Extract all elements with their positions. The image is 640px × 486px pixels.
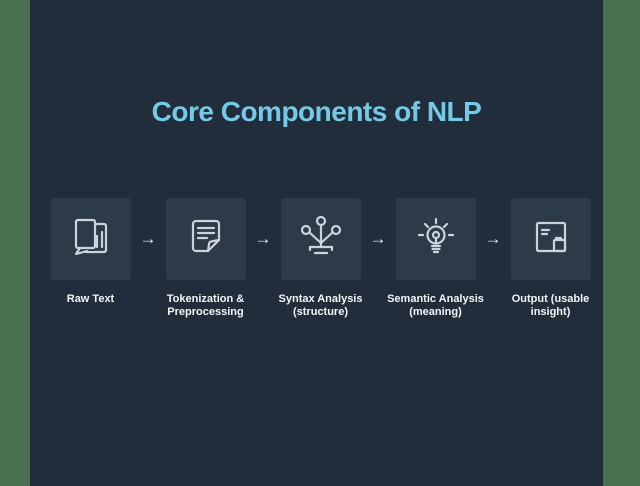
step-tokenization: Tokenization & Preprocessing	[156, 198, 256, 319]
slide-background: Core Components of NLP	[30, 0, 603, 486]
tokenization-icon-panel	[165, 198, 246, 280]
document-pages-icon	[67, 213, 115, 266]
left-green-border	[0, 0, 30, 486]
flow-arrow-icon: →	[139, 229, 157, 248]
lightbulb-icon	[412, 213, 460, 266]
document-lines-icon	[182, 213, 230, 266]
semantic-icon-panel	[395, 198, 476, 280]
flow-arrow-icon: →	[369, 229, 387, 248]
step-semantic-analysis: Semantic Analysis (meaning)	[386, 198, 486, 319]
step-label: Semantic Analysis (meaning)	[387, 293, 484, 318]
step-label: Output (usable insight)	[511, 293, 590, 318]
step-syntax-analysis: Syntax Analysis (structure)	[271, 198, 371, 319]
parse-tree-icon	[297, 213, 345, 266]
step-label: Tokenization & Preprocessing	[166, 293, 245, 318]
step-label: Syntax Analysis (structure)	[278, 293, 363, 318]
syntax-icon-panel	[280, 198, 361, 280]
process-flow: Raw Text → Tokenizatio	[30, 198, 603, 319]
output-icon-panel	[510, 198, 591, 280]
step-raw-text: Raw Text	[41, 198, 141, 306]
report-square-icon	[527, 213, 575, 266]
raw-text-icon-panel	[50, 198, 131, 280]
flow-arrow-icon: →	[254, 229, 272, 248]
right-green-border	[603, 0, 640, 486]
step-label: Raw Text	[66, 293, 115, 305]
step-output: Output (usable insight)	[501, 198, 601, 319]
flow-arrow-icon: →	[484, 229, 502, 248]
page-title: Core Components of NLP	[151, 96, 482, 127]
